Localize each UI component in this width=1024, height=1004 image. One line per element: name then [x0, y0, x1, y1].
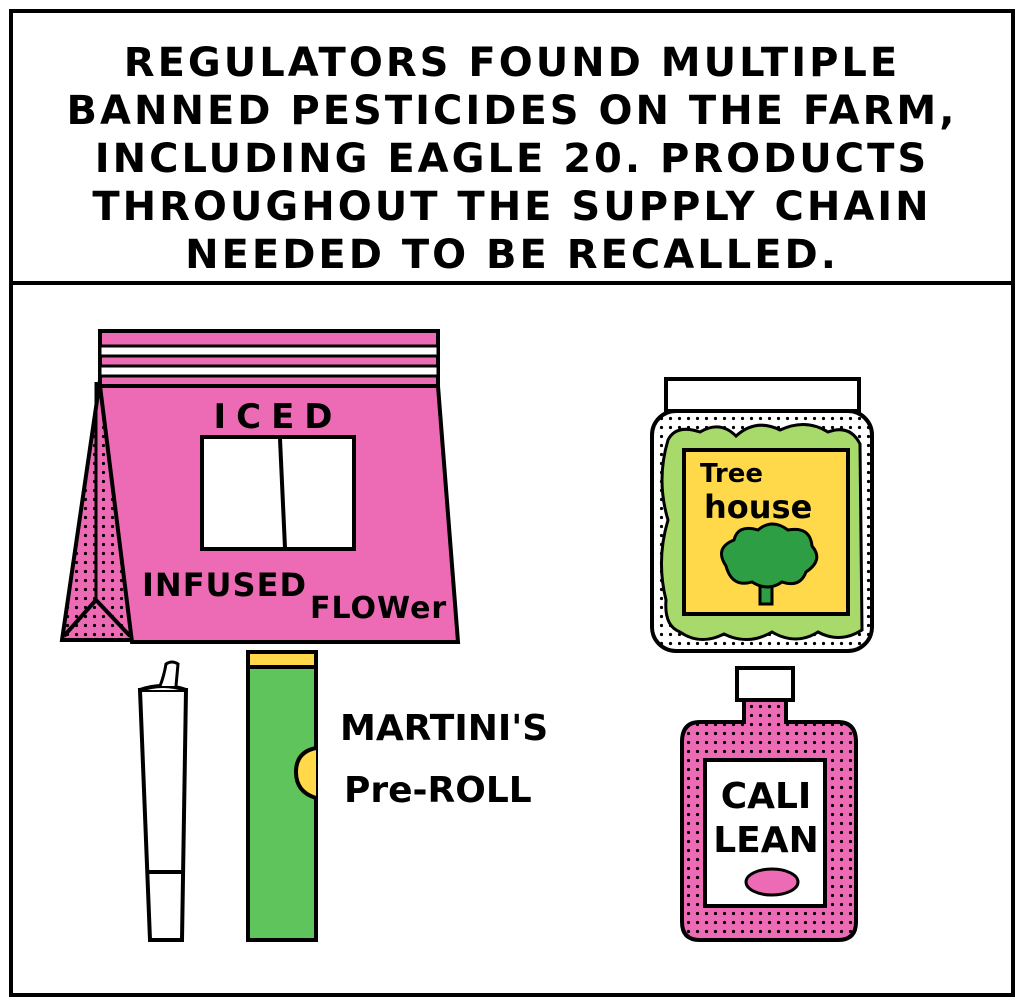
bottle-label-pill: [744, 867, 800, 897]
caption-line-1: REGULATORS FOUND MULTIPLE: [123, 40, 901, 86]
jar-label-tree: Tree: [700, 459, 763, 489]
caption-box: REGULATORS FOUND MULTIPLE BANNED PESTICI…: [13, 13, 1011, 285]
preroll-label-line2: Pre-ROLL: [344, 770, 532, 811]
caption-line-2: BANNED PESTICIDES ON THE FARM,: [66, 88, 958, 134]
cali-lean-bottle: CALI LEAN: [680, 666, 858, 942]
bag-zip-top: [98, 329, 440, 388]
preroll-tube: [246, 650, 318, 942]
bottle-cap: [735, 666, 795, 702]
caption-line-3: INCLUDING EAGLE 20. PRODUCTS: [94, 136, 930, 182]
bag-label-infused: INFUSED: [142, 566, 307, 604]
preroll-joint: [137, 660, 189, 942]
bag-label-flower: FLOWer: [310, 591, 447, 626]
caption-line-4: THROUGHOUT THE SUPPLY CHAIN: [92, 184, 932, 230]
jar-lid: [664, 377, 861, 413]
treehouse-jar: Tree house: [650, 377, 874, 653]
bottle-label-cali: CALI: [721, 776, 812, 817]
bottle-label-lean: LEAN: [713, 820, 819, 861]
tree-icon: [720, 522, 819, 606]
jar-label-house: house: [704, 488, 812, 526]
iced-flower-bag: ICED INFUSED FLOWer: [59, 329, 461, 644]
bag-window: [200, 435, 356, 551]
caption-line-5: NEEDED TO BE RECALLED.: [185, 232, 839, 278]
bag-label-iced: ICED: [213, 397, 342, 437]
preroll-label-line1: MARTINI'S: [340, 708, 548, 749]
